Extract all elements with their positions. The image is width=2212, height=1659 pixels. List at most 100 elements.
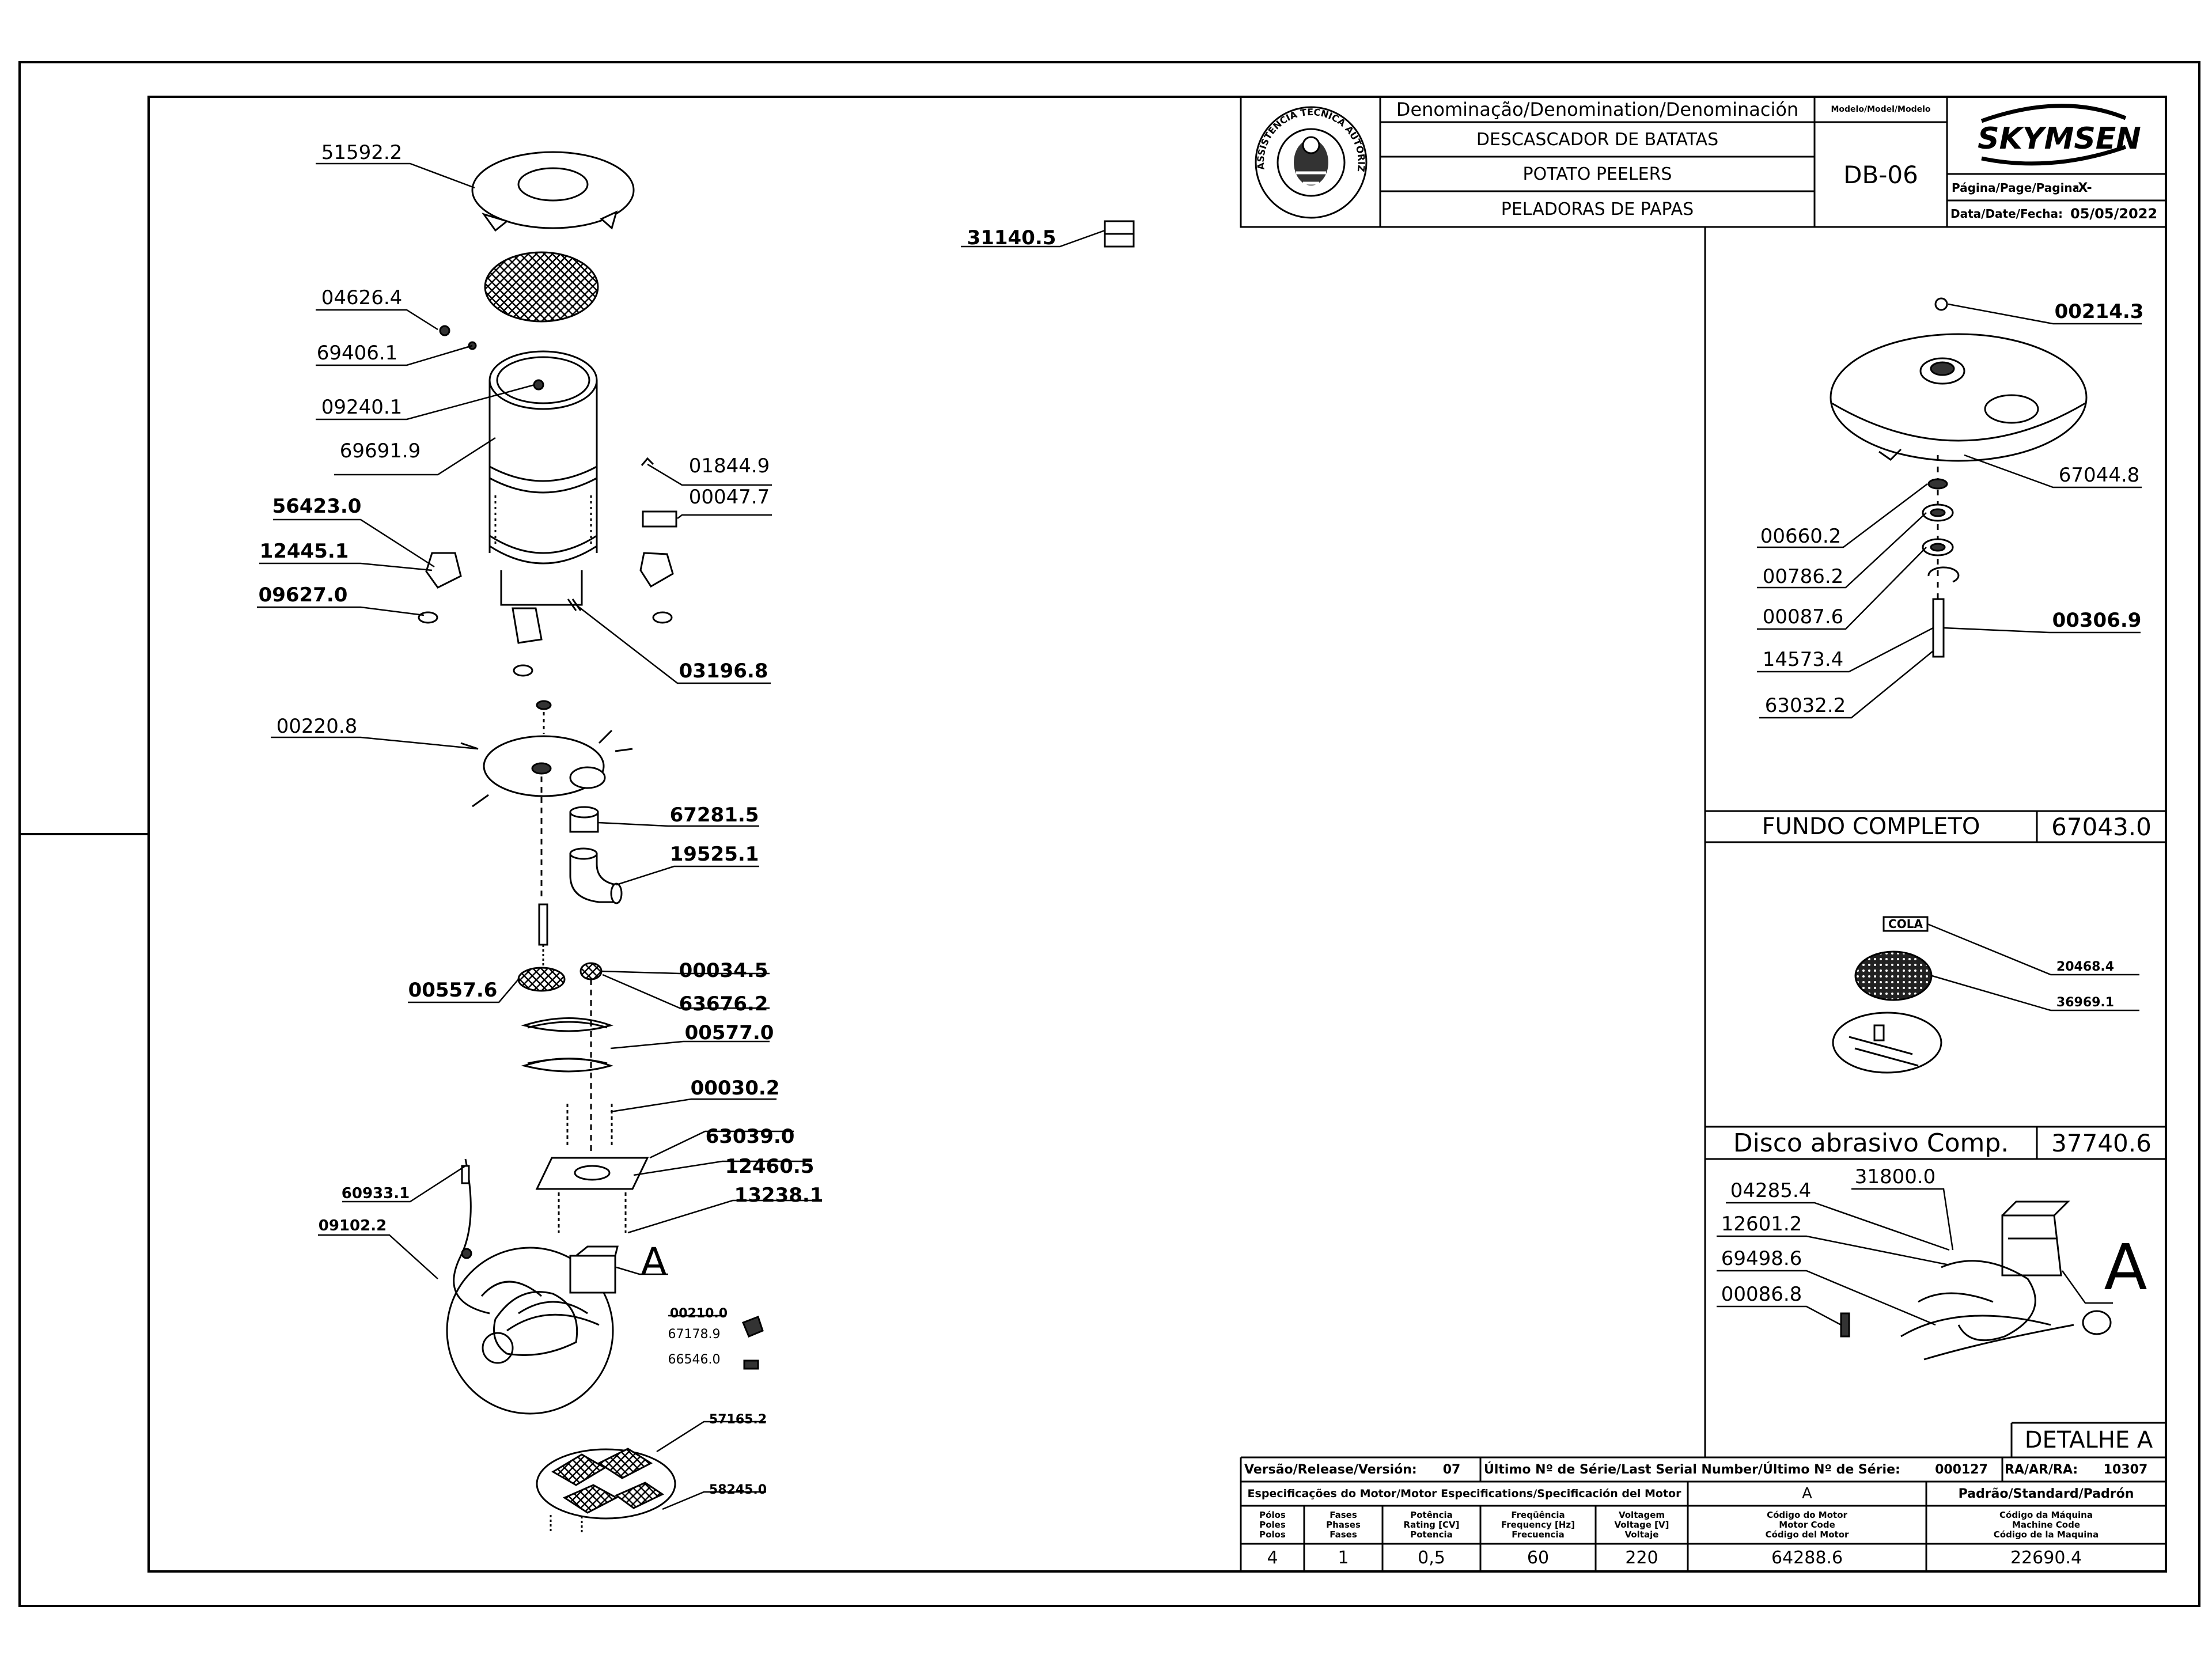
part-label: 00047.7 — [688, 486, 770, 509]
model-header: Modelo/Model/Modelo — [1831, 105, 1931, 114]
part-label: 56423.0 — [272, 495, 362, 518]
part-label: 67044.8 — [2058, 464, 2140, 487]
part-label: 63039.0 — [705, 1125, 795, 1148]
denomination-header: Denominação/Denomination/Denominación — [1396, 99, 1799, 120]
part-label: 00030.2 — [690, 1077, 780, 1100]
part-label: 00660.2 — [1760, 525, 1842, 548]
disco-title: Disco abrasivo Comp. — [1733, 1128, 2009, 1158]
part-label: 63676.2 — [679, 993, 768, 1016]
value-motor-code: 64288.6 — [1771, 1547, 1843, 1568]
detail-marker-left: A — [641, 1239, 667, 1284]
part-label: 60933.1 — [341, 1185, 410, 1202]
part-label: 00786.2 — [1762, 565, 1844, 588]
part-label: 69406.1 — [316, 342, 398, 365]
disco-code: 37740.6 — [2051, 1128, 2152, 1157]
part-label: 12601.2 — [1721, 1213, 1802, 1236]
part-label: 13238.1 — [734, 1184, 824, 1207]
part-label: 67281.5 — [669, 804, 759, 827]
detalhe-title: DETALHE A — [2024, 1427, 2153, 1453]
part-label: 04285.4 — [1730, 1179, 1812, 1202]
lid-part — [471, 151, 635, 232]
part-label: 00220.8 — [276, 715, 358, 738]
standard-label: Padrão/Standard/Padrón — [1958, 1486, 2134, 1501]
page-value: -X- — [2074, 180, 2092, 195]
part-label: 31140.5 — [967, 226, 1056, 249]
pulley-part — [517, 967, 566, 992]
part-label: 00214.3 — [2054, 300, 2144, 323]
cylinder-part — [488, 350, 598, 606]
part-label: 00034.5 — [679, 959, 768, 982]
detail-a-motor — [1840, 1200, 2112, 1361]
bottom-assembly-part — [1830, 297, 2088, 462]
service-seal-logo: ASSISTÊNCIA TÉCNICA AUTORIZADA — [0, 0, 1368, 219]
abrasive-disc-part — [1854, 950, 1933, 1001]
ra-value: 10307 — [2103, 1462, 2148, 1477]
part-label: 12460.5 — [725, 1155, 815, 1178]
part-label: 57165.2 — [709, 1412, 767, 1427]
part-label: 09240.1 — [321, 396, 403, 419]
leader-lines — [257, 162, 2142, 1510]
part-label: 19525.1 — [669, 843, 759, 866]
date-label: Data/Date/Fecha: — [1950, 207, 2063, 221]
part-label: 00210.0 — [669, 1306, 728, 1321]
part-label: 63032.2 — [1764, 694, 1846, 717]
abrasive-disk-part — [484, 251, 599, 323]
fundo-code: 67043.0 — [2051, 812, 2152, 841]
part-label: 01844.9 — [688, 454, 770, 478]
name-es: PELADORAS DE PAPAS — [1501, 199, 1694, 219]
name-pt: DESCASCADOR DE BATATAS — [1476, 129, 1719, 150]
part-label: 00087.6 — [1762, 605, 1844, 628]
part-label: 09102.2 — [318, 1217, 387, 1234]
value-machine-code: 22690.4 — [2010, 1547, 2082, 1568]
svg-text:ASSISTÊNCIA TÉCNICA AUTORIZADA: ASSISTÊNCIA TÉCNICA AUTORIZADA — [0, 0, 1367, 172]
part-label: 69691.9 — [339, 440, 421, 463]
value-rating: 0,5 — [1418, 1547, 1445, 1568]
serial-label: Último Nº de Série/Last Serial Number/Úl… — [1484, 1462, 1900, 1477]
model-code: DB-06 — [1843, 160, 1918, 189]
part-label: 58245.0 — [709, 1482, 767, 1497]
part-label: 69498.6 — [1721, 1247, 1802, 1270]
version-value: 07 — [1442, 1462, 1461, 1477]
value-phases: 1 — [1338, 1547, 1349, 1568]
detail-marker-right: A — [2104, 1233, 2147, 1302]
bottom-plate-part — [536, 1448, 676, 1533]
part-label: 00306.9 — [2052, 609, 2142, 632]
version-label: Versão/Release/Versión: — [1244, 1462, 1417, 1477]
part-label: 00557.6 — [408, 979, 498, 1002]
standard-value: A — [1802, 1485, 1812, 1502]
value-poles: 4 — [1267, 1547, 1278, 1568]
value-frequency: 60 — [1527, 1547, 1550, 1568]
part-label: 00577.0 — [684, 1021, 774, 1044]
part-label: 14573.4 — [1762, 648, 1844, 671]
part-label: 36969.1 — [2056, 995, 2115, 1010]
fundo-title: FUNDO COMPLETO — [1762, 813, 1980, 840]
part-label: 12445.1 — [259, 540, 349, 563]
cola-label: COLA — [1888, 917, 1923, 931]
base-plate-part — [460, 700, 633, 899]
value-voltage: 220 — [1625, 1547, 1658, 1568]
part-label: 04626.4 — [321, 286, 403, 309]
part-label: 51592.2 — [321, 141, 403, 164]
part-label: 67178.9 — [668, 1327, 721, 1342]
part-label: 66546.0 — [668, 1352, 721, 1367]
ra-label: RA/AR/RA: — [2005, 1462, 2078, 1477]
serial-value: 000127 — [1935, 1462, 1988, 1477]
part-label: 03196.8 — [679, 660, 768, 683]
part-label: 09627.0 — [258, 584, 348, 607]
svg-text:SKYMSEN: SKYMSEN — [1978, 122, 2141, 156]
part-label: 00086.8 — [1721, 1283, 1802, 1306]
part-label: 20468.4 — [2056, 959, 2115, 974]
date-value: 05/05/2022 — [2070, 206, 2158, 222]
skymsen-logo: SKYMSEN — [1978, 104, 2141, 166]
part-label: 31800.0 — [1854, 1165, 1936, 1188]
name-en: POTATO PEELERS — [1522, 164, 1672, 184]
motor-part — [446, 1245, 619, 1415]
